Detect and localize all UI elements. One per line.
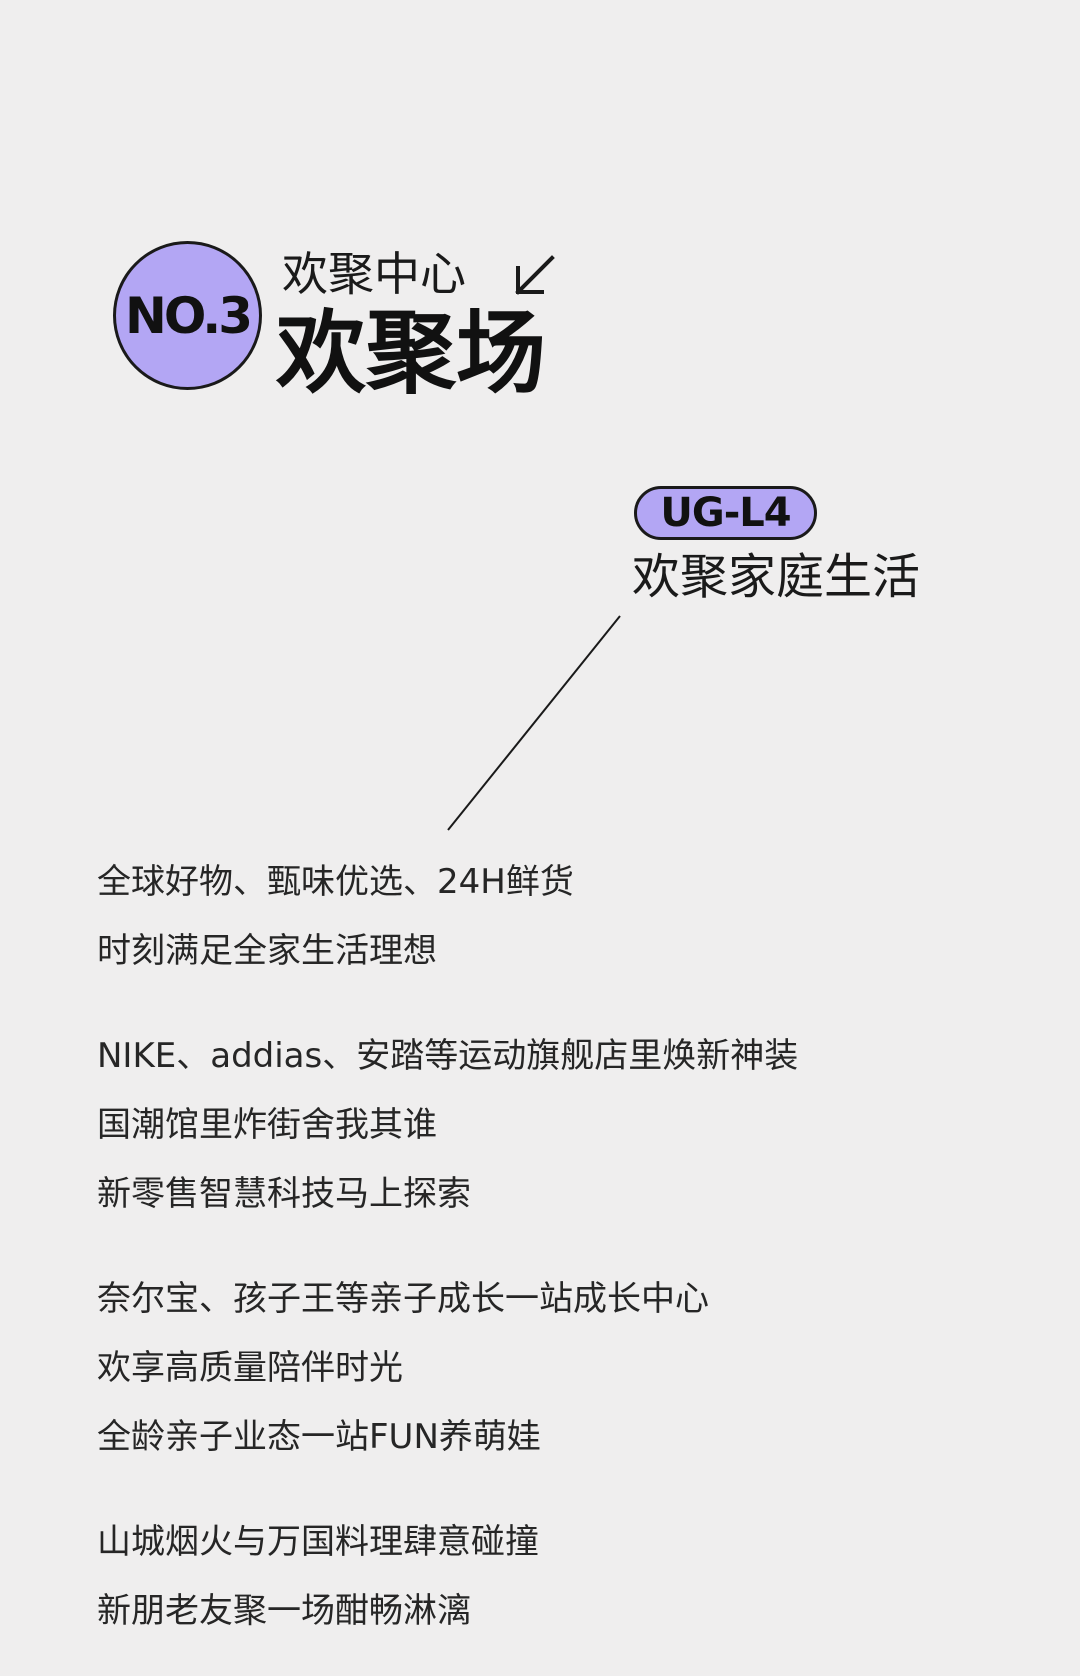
paragraph-3-line-2: 欢享高质量陪伴时光 bbox=[97, 1348, 403, 1388]
paragraph-1-line-2: 时刻满足全家生活理想 bbox=[97, 931, 437, 971]
section-title: 欢聚场 bbox=[276, 301, 546, 406]
paragraph-3-line-3: 全龄亲子业态一站FUN养萌娃 bbox=[97, 1417, 541, 1457]
paragraph-3-line-1: 奈尔宝、孩子王等亲子成长一站成长中心 bbox=[97, 1279, 709, 1319]
tag-subtitle: 欢聚家庭生活 bbox=[632, 549, 921, 605]
badge-number: NO.3 bbox=[124, 286, 253, 345]
paragraph-4-line-1: 山城烟火与万国料理肆意碰撞 bbox=[97, 1522, 539, 1562]
paragraph-1-line-1: 全球好物、甄味优选、24H鲜货 bbox=[97, 862, 574, 902]
section-subtitle: 欢聚中心 bbox=[282, 247, 466, 301]
tag-label: UG-L4 bbox=[660, 490, 791, 536]
tag-pill: UG-L4 bbox=[634, 486, 817, 540]
badge-circle: NO.3 bbox=[113, 241, 262, 390]
paragraph-2-line-3: 新零售智慧科技马上探索 bbox=[97, 1174, 471, 1214]
paragraph-4-line-2: 新朋老友聚一场酣畅淋漓 bbox=[97, 1591, 471, 1631]
arrow-down-left-icon bbox=[515, 255, 555, 295]
paragraph-2-line-2: 国潮馆里炸街舍我其谁 bbox=[97, 1105, 437, 1145]
paragraph-2-line-1: NIKE、addias、安踏等运动旗舰店里焕新神装 bbox=[97, 1036, 799, 1076]
